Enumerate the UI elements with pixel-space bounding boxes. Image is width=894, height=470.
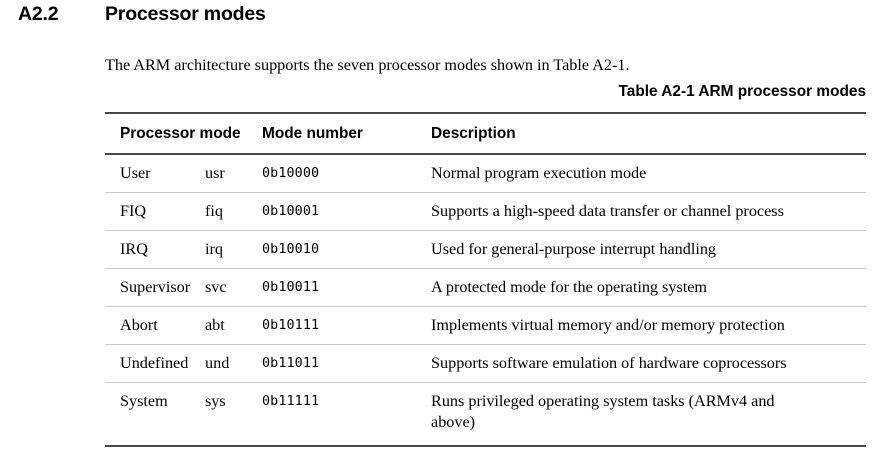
cell-mode-abbreviation: usr [205, 164, 225, 182]
column-header-description: Description [431, 125, 516, 142]
intro-paragraph: The ARM architecture supports the seven … [105, 56, 630, 75]
table-body: User usr 0b10000 Normal program executio… [105, 154, 867, 446]
cell-processor-mode: User [120, 164, 151, 182]
table-row: Supervisor svc 0b10011 A protected mode … [105, 269, 867, 307]
processor-modes-table: Processor mode Mode number Description U… [105, 112, 867, 447]
table-header: Processor mode Mode number Description [105, 113, 867, 154]
cell-processor-mode: Undefined [120, 354, 189, 372]
page-title: Processor modes [105, 3, 266, 25]
cell-mode-number: 0b10111 [262, 318, 320, 333]
cell-processor-mode: Abort [120, 316, 158, 334]
table-row: System sys 0b11111 Runs privileged opera… [105, 383, 867, 446]
cell-mode-number: 0b10010 [262, 242, 320, 257]
cell-description: Implements virtual memory and/or memory … [431, 316, 785, 334]
cell-mode-number: 0b11011 [262, 356, 320, 371]
table-row: FIQ fiq 0b10001 Supports a high-speed da… [105, 193, 867, 231]
cell-description: Runs privileged operating system tasks (… [431, 392, 775, 431]
cell-mode-number: 0b11111 [262, 394, 320, 409]
cell-mode-abbreviation: sys [205, 392, 226, 410]
table-header-row: Processor mode Mode number Description [105, 113, 867, 154]
cell-mode-number: 0b10011 [262, 280, 320, 295]
cell-processor-mode: Supervisor [120, 278, 191, 296]
cell-description: Normal program execution mode [431, 164, 647, 182]
table-row: Undefined und 0b11011 Supports software … [105, 345, 867, 383]
table-row: IRQ irq 0b10010 Used for general-purpose… [105, 231, 867, 269]
cell-description: Used for general-purpose interrupt handl… [431, 240, 717, 258]
cell-description: A protected mode for the operating syste… [431, 278, 708, 296]
table-row: User usr 0b10000 Normal program executio… [105, 154, 867, 193]
cell-mode-number: 0b10000 [262, 166, 320, 181]
column-header-mode-number: Mode number [262, 125, 363, 142]
table-caption: Table A2-1 ARM processor modes [618, 83, 866, 100]
table-row: Abort abt 0b10111 Implements virtual mem… [105, 307, 867, 345]
cell-description: Supports a high-speed data transfer or c… [431, 202, 784, 220]
section-number: A2.2 [18, 3, 59, 25]
cell-mode-abbreviation: und [205, 354, 230, 372]
cell-description: Supports software emulation of hardware … [431, 354, 787, 372]
processor-modes-table-container: Processor mode Mode number Description U… [105, 112, 867, 447]
cell-mode-abbreviation: svc [205, 278, 227, 296]
cell-mode-abbreviation: fiq [205, 202, 223, 220]
cell-mode-number: 0b10001 [262, 204, 320, 219]
cell-processor-mode: FIQ [120, 202, 147, 220]
section-heading: A2.2 Processor modes [18, 2, 878, 28]
cell-mode-abbreviation: abt [205, 316, 225, 334]
column-header-processor-mode: Processor mode [120, 125, 241, 142]
cell-processor-mode: System [120, 392, 168, 410]
cell-mode-abbreviation: irq [205, 240, 223, 258]
cell-processor-mode: IRQ [120, 240, 148, 258]
